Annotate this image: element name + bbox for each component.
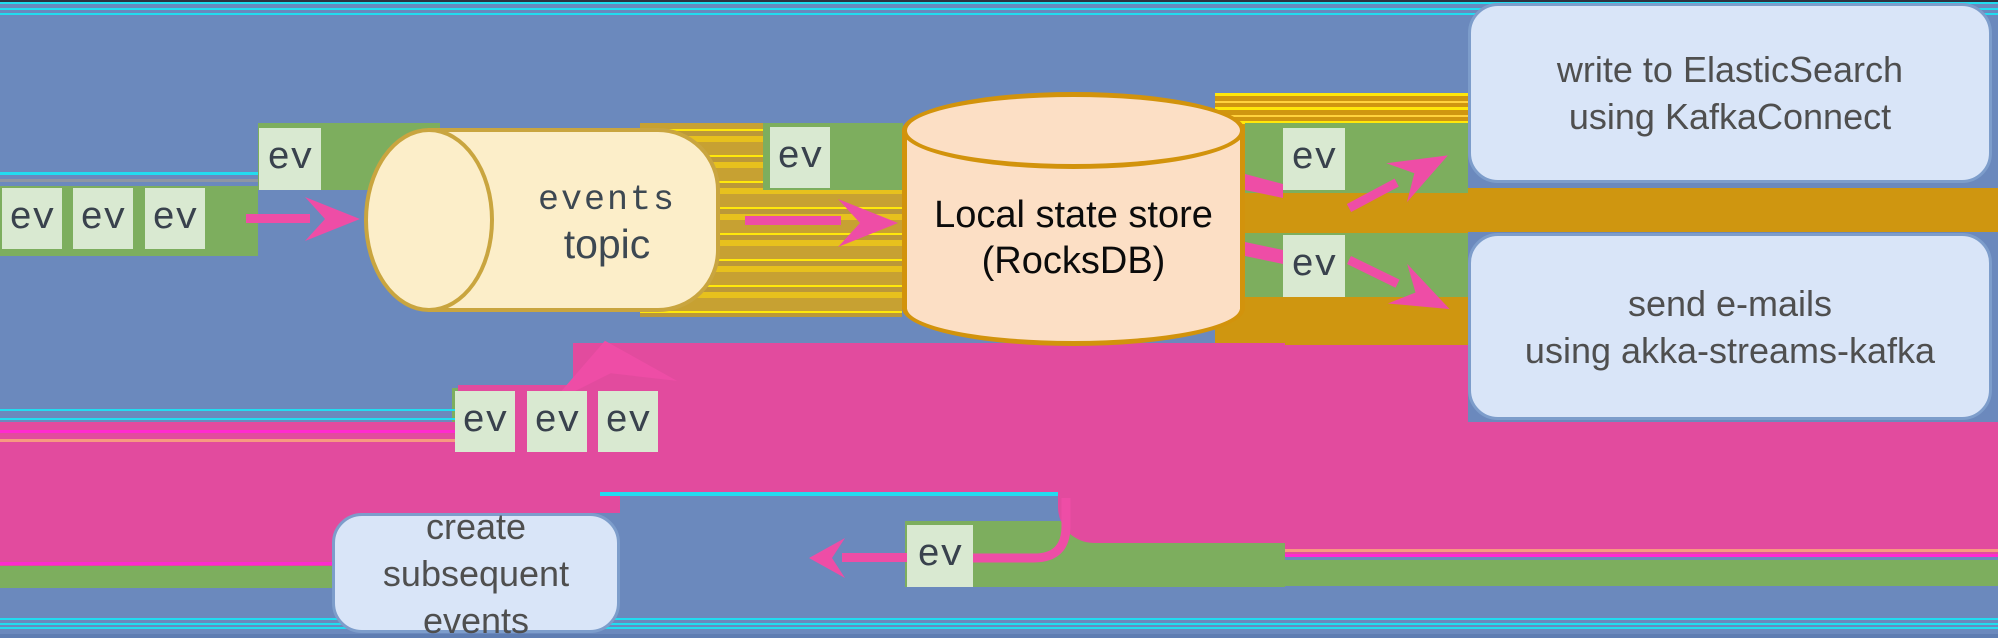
event-chip: ev (907, 525, 973, 587)
stream-green-store-out-top (1245, 123, 1468, 193)
events-topic-label: events topic (494, 180, 720, 268)
stripe-under-mid-cyan (600, 492, 1058, 496)
event-chip: ev (2, 188, 62, 249)
stripe-right-magenta (1285, 554, 1998, 557)
event-chip: ev (1283, 128, 1345, 190)
stripe-bottom-cyan-3 (0, 627, 1998, 629)
stripe-bottomleft-magenta (0, 562, 332, 565)
event-chip: ev (1283, 235, 1345, 297)
stripe-mid-cyan-1 (0, 409, 458, 411)
event-chip: ev (455, 391, 515, 452)
stream-green-store-out-bottom (1245, 233, 1468, 297)
state-store-line1: Local state store (934, 194, 1213, 236)
state-store-cylinder-top (902, 92, 1245, 169)
event-chip: ev (145, 188, 205, 249)
stripe-bottom-cyan-1 (0, 618, 1998, 620)
stream-gold-band (1215, 188, 1998, 232)
create-events-line1: create subsequent (382, 505, 570, 594)
event-chip: ev (527, 391, 587, 452)
events-topic-subtitle: topic (563, 221, 651, 267)
stream-green-bottom-left (0, 566, 332, 588)
stream-pink-under-emails (1468, 422, 1998, 557)
stripe-top-cyan-1 (0, 2, 1998, 4)
stripe-left-cyan (0, 172, 258, 175)
stripe-top-cyan-2 (0, 8, 1998, 10)
stream-yellow-streaks-right (1215, 93, 1468, 127)
send-emails-line2: using akka-streams-kafka (1524, 329, 1936, 371)
stream-green-bottom-right (1285, 560, 1998, 586)
event-chip: ev (770, 127, 830, 188)
create-events-line2: events (422, 599, 530, 638)
stripe-top-cyan-3 (0, 13, 1998, 15)
stripe-pink-salmon (0, 439, 458, 442)
write-elasticsearch-line1: write to ElasticSearch (1556, 49, 1904, 90)
write-elasticsearch-box: write to ElasticSearch using KafkaConnec… (1468, 3, 1992, 183)
stripe-pink-magenta (0, 430, 458, 433)
state-store-line2: (RocksDB) (981, 240, 1166, 282)
write-elasticsearch-line2: using KafkaConnect (1568, 96, 1892, 137)
stream-pink-column (1058, 343, 1285, 543)
events-topic-title: events (537, 180, 677, 220)
send-emails-box: send e-mails using akka-streams-kafka (1468, 233, 1992, 420)
arrow-events-to-topic (246, 197, 360, 241)
stripe-bottom-dark (0, 634, 1998, 638)
stripe-bottom-cyan-2 (0, 623, 1998, 625)
send-emails-line1: send e-mails (1627, 282, 1833, 324)
event-chip: ev (259, 128, 321, 190)
state-store-label: Local state store (RocksDB) (902, 192, 1245, 284)
event-chip: ev (73, 188, 133, 249)
stripe-left-gray (0, 179, 258, 182)
stripe-top-dark (0, 0, 1998, 2)
create-subsequent-events-box: create subsequent events (332, 506, 620, 638)
event-chip: ev (598, 391, 658, 452)
stream-pink-right (1285, 345, 1468, 557)
stripe-right-salmon (1285, 549, 1998, 552)
stripe-mid-cyan-2 (0, 418, 458, 420)
events-topic-cylinder-cap (364, 128, 494, 312)
